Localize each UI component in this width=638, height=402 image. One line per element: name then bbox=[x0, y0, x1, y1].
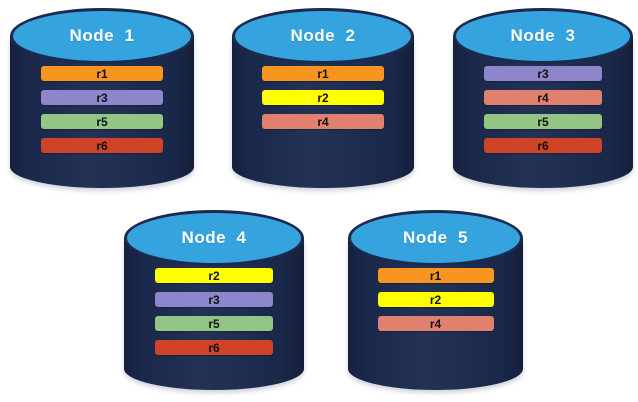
replica-list: r1 r2 r4 bbox=[232, 66, 414, 129]
replica-label: r1 bbox=[317, 66, 329, 81]
replica-bar[interactable]: r3 bbox=[155, 292, 273, 307]
replica-bar[interactable]: r1 bbox=[377, 268, 494, 283]
replica-label: r4 bbox=[429, 316, 442, 331]
replica-bar[interactable]: r2 bbox=[377, 292, 494, 307]
replica-bar[interactable]: r5 bbox=[484, 114, 602, 129]
replica-bar[interactable]: r6 bbox=[41, 138, 163, 153]
replica-label: r2 bbox=[208, 268, 220, 283]
replica-bar[interactable]: r6 bbox=[155, 340, 273, 355]
replica-bar[interactable]: r1 bbox=[262, 66, 384, 81]
replica-list: r3 r4 r5 r6 bbox=[453, 66, 633, 153]
replica-label: r1 bbox=[429, 268, 442, 283]
replica-label: r6 bbox=[208, 340, 220, 355]
replica-label: r3 bbox=[96, 90, 108, 105]
replica-label: r4 bbox=[537, 90, 549, 105]
replica-bar[interactable]: r3 bbox=[484, 66, 602, 81]
replica-label: r6 bbox=[96, 138, 108, 153]
replica-label: r5 bbox=[208, 316, 220, 331]
replica-list: r1 r2 r4 bbox=[348, 268, 523, 331]
replica-label: r6 bbox=[537, 138, 549, 153]
replica-label: r4 bbox=[317, 114, 329, 129]
cylinder-top-ellipse bbox=[348, 210, 523, 266]
cylinder-top-ellipse bbox=[124, 210, 304, 266]
replica-bar[interactable]: r5 bbox=[41, 114, 163, 129]
replica-label: r5 bbox=[96, 114, 108, 129]
replica-label: r1 bbox=[96, 66, 108, 81]
replica-bar[interactable]: r1 bbox=[41, 66, 163, 81]
replica-bar[interactable]: r2 bbox=[155, 268, 273, 283]
replica-label: r2 bbox=[317, 90, 329, 105]
replica-label: r3 bbox=[537, 66, 549, 81]
replica-bar[interactable]: r6 bbox=[484, 138, 602, 153]
cylinder-top-ellipse bbox=[453, 8, 633, 64]
replica-bar[interactable]: r5 bbox=[155, 316, 273, 331]
cylinder-top-ellipse bbox=[232, 8, 414, 64]
replica-list: r2 r3 r5 r6 bbox=[124, 268, 304, 355]
replica-label: r3 bbox=[208, 292, 220, 307]
cylinder-top-ellipse bbox=[10, 8, 194, 64]
replica-bar[interactable]: r2 bbox=[262, 90, 384, 105]
replica-bar[interactable]: r4 bbox=[484, 90, 602, 105]
replica-bar[interactable]: r3 bbox=[41, 90, 163, 105]
replica-label: r5 bbox=[537, 114, 549, 129]
replica-list: r1 r3 r5 r6 bbox=[10, 66, 194, 153]
replica-bar[interactable]: r4 bbox=[262, 114, 384, 129]
replica-bar[interactable]: r4 bbox=[377, 316, 494, 331]
replica-label: r2 bbox=[429, 292, 442, 307]
